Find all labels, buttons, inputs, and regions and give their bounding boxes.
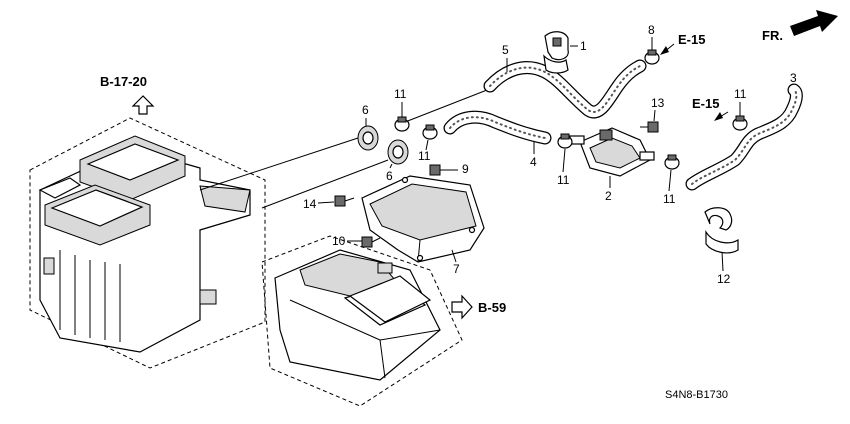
hose-4 (443, 110, 552, 145)
callout-3: 3 (790, 71, 797, 85)
blower-unit-group (261, 235, 463, 407)
leader-line (261, 159, 389, 209)
ref-arrow-e15-right: E-15 (692, 96, 729, 121)
heater-unit-group (29, 117, 266, 369)
ref-e15-right[interactable]: E-15 (692, 96, 719, 111)
screw (640, 121, 659, 133)
callout-11c: 11 (557, 173, 570, 187)
ref-b1720[interactable]: B-17-20 (100, 74, 147, 89)
hose-clamp (394, 116, 410, 132)
ref-arrow-e15-top: E-15 (660, 32, 705, 55)
hose-clamp (644, 49, 660, 65)
hose-3 (685, 83, 803, 191)
hose-clamp (422, 124, 438, 140)
front-direction-indicator: FR. (762, 10, 838, 43)
hose-5 (483, 59, 647, 119)
screw (429, 164, 446, 176)
callout-9: 9 (462, 162, 469, 176)
hose-bracket (543, 31, 569, 74)
callout-13: 13 (651, 96, 665, 110)
callout-8: 8 (648, 23, 655, 37)
hose-clamp (664, 154, 680, 170)
callout-6a: 6 (362, 103, 369, 117)
callout-4: 4 (530, 155, 537, 169)
diagram-code: S4N8-B1730 (665, 389, 728, 401)
hose-clamp (732, 115, 748, 131)
callout-7: 7 (453, 262, 460, 276)
clamp-12 (704, 207, 739, 254)
callout-11b: 11 (418, 149, 431, 163)
callout-11d: 11 (663, 192, 676, 206)
water-valve (569, 127, 655, 188)
ref-arrow-b1720: B-17-20 (100, 74, 155, 115)
hose-clamp (557, 133, 573, 149)
callouts: 1 2 3 4 5 6 6 7 8 9 10 11 11 11 11 11 12 (303, 23, 797, 286)
direction-label: FR. (762, 28, 783, 43)
callout-5: 5 (502, 43, 509, 57)
callout-12: 12 (717, 272, 731, 286)
screw (334, 195, 355, 207)
duct-cover (361, 175, 485, 263)
grommet (357, 125, 379, 151)
grommet (387, 139, 409, 165)
ref-b59[interactable]: B-59 (478, 300, 506, 315)
callout-2: 2 (605, 189, 612, 203)
leader-line (199, 137, 359, 191)
direction-arrow-icon (790, 10, 838, 36)
callout-6b: 6 (386, 169, 393, 183)
ref-e15-top[interactable]: E-15 (678, 32, 705, 47)
callout-10: 10 (332, 234, 346, 248)
ref-arrow-b59: B-59 (451, 294, 506, 320)
callout-11e: 11 (734, 87, 747, 101)
callout-11a: 11 (394, 87, 407, 101)
callout-1: 1 (580, 39, 587, 53)
leader-line (399, 89, 488, 125)
callout-14: 14 (303, 197, 317, 211)
screw (361, 236, 381, 248)
